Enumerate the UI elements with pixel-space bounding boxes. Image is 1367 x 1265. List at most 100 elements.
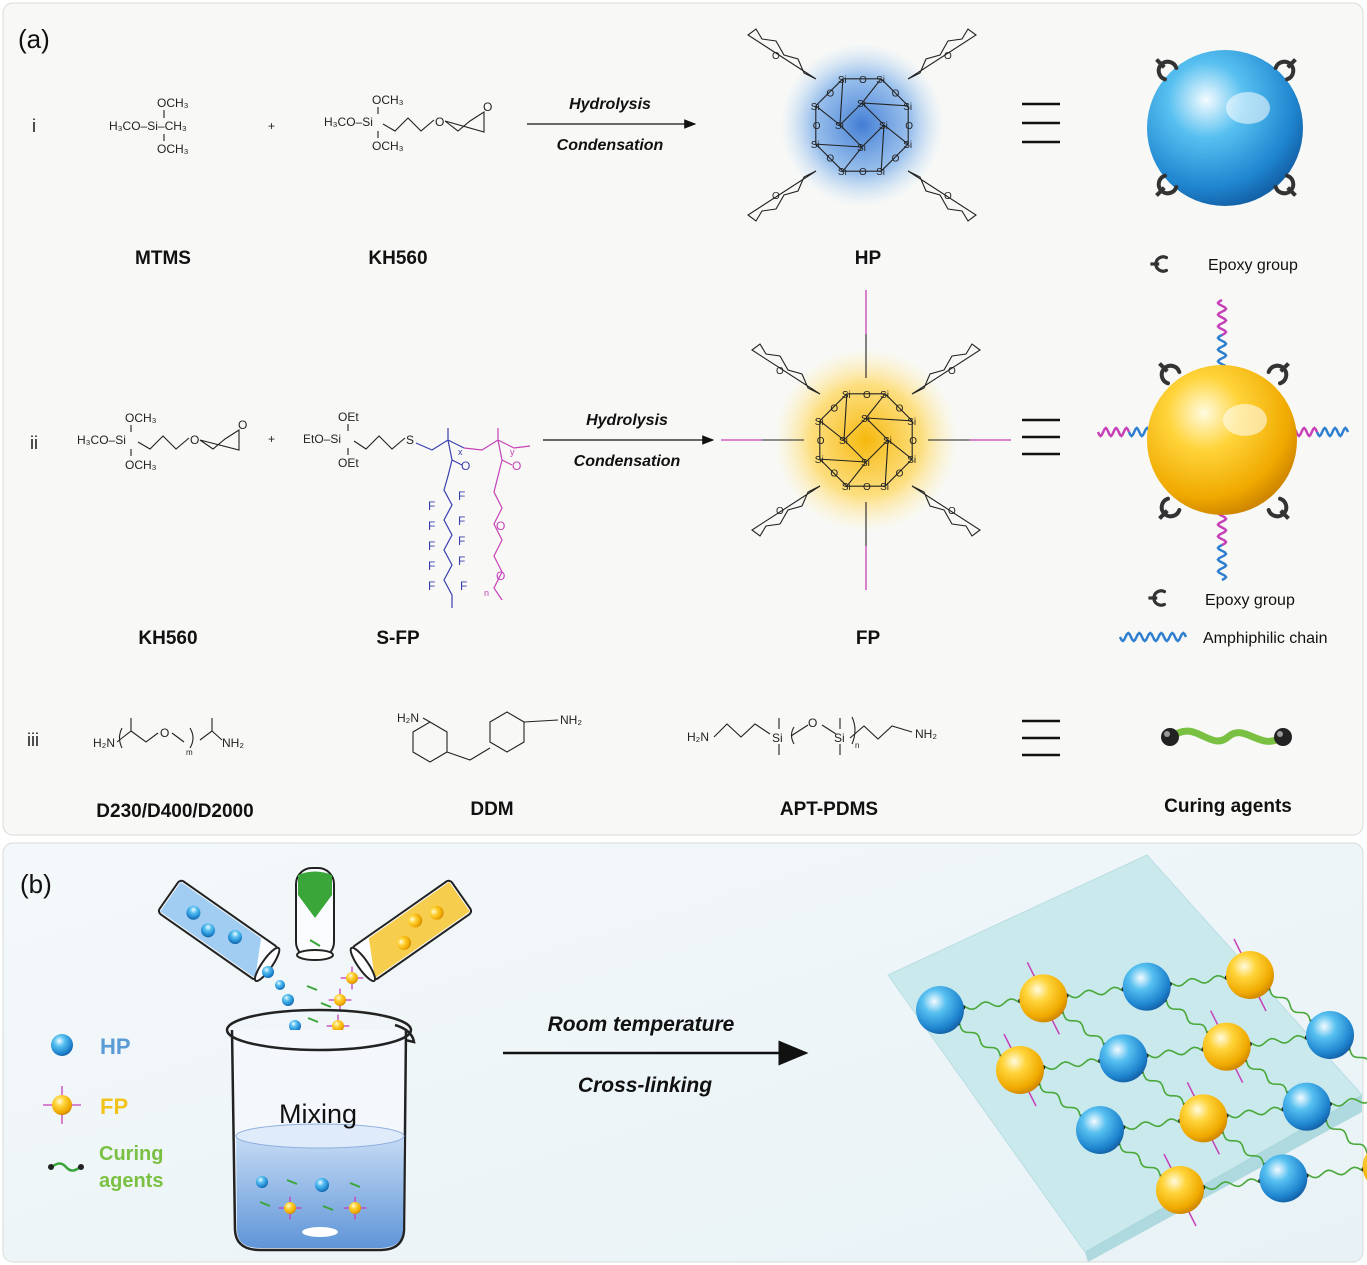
o-atom: O [817,436,825,447]
sfp-y-subscript: y [510,447,515,457]
amphiphilic-chain [1216,543,1228,582]
fp-name: FP [856,628,881,649]
ddm-right: NH₂ [560,713,582,727]
si-atom: Si [842,482,851,493]
epoxy-arm [747,170,817,222]
fp-test-tube [349,879,473,983]
row-ii-numeral: ii [30,433,38,453]
epoxy-hook [1158,496,1182,520]
epoxy-hook [1273,173,1297,197]
peg-ether-o-2: O [496,569,505,583]
hydrolysis-label-ii: Hydrolysis [586,412,668,429]
kh560-ii-ether-o: O [190,433,199,447]
sfp-sulfur: S [406,433,414,447]
panel-a-label: (a) [18,24,50,54]
hp-sphere [916,986,964,1034]
epoxy-group-icon [1150,255,1169,273]
mixing-label: Mixing [279,1099,357,1129]
curing-particle [307,1017,319,1023]
row-iii: iii H₂N O m NH₂ H₂N NH₂ H₂N [27,711,1292,822]
hp-sphere-model [1147,50,1303,206]
fp-sphere [996,1046,1044,1094]
epoxy-arm-o: O [772,191,780,202]
o-atom: O [896,469,904,480]
epoxy-arm-o: O [948,506,956,517]
equivalence-sign-ii [1022,418,1060,456]
legend-curing-label-1: Curing [99,1143,163,1165]
apt-n-subscript: n [855,741,859,750]
o-atom: O [892,154,900,165]
panel-b-label: (b) [20,869,52,899]
kh560-ii-bottom: OCH₃ [125,458,157,472]
sfp-carbonyl-o-1: O [461,459,470,473]
kh560-ii-epoxide-o: O [238,418,247,432]
plus-sign: + [268,119,275,133]
epoxy-hook [1150,255,1169,273]
si-atom: Si [838,167,847,178]
d230-name: D230/D400/D2000 [96,801,253,822]
fp-sphere [1362,1152,1367,1181]
o-atom: O [830,469,838,480]
legend-fp-label: FP [100,1094,128,1119]
fp-particle [284,1202,296,1214]
fp-sphere [1179,1094,1228,1143]
kh560-left: H₃CO–Si [324,115,373,129]
row-i: i OCH₃ H₃CO–Si–CH₃ OCH₃ + OCH₃ H₃CO–Si O… [32,28,1303,274]
ddm-structure: H₂N NH₂ [397,711,582,763]
o-atom: O [892,88,900,99]
apt-pdms-name: APT-PDMS [780,799,878,820]
hydrolysis-label-i: Hydrolysis [569,96,651,113]
fluorine-atom: F [458,489,465,503]
epoxy-hook [1155,58,1179,82]
o-atom: O [896,403,904,414]
curing-particle [349,1182,361,1188]
curing-particle [306,985,318,991]
hp-sphere [1099,1034,1148,1083]
fluorine-atom: F [458,554,465,568]
epoxy-hook [1266,362,1290,386]
sfp-name: S-FP [376,628,420,649]
row-iii-numeral: iii [27,730,39,750]
epoxy-arm-o: O [776,506,784,517]
legend-curing-label-2: agents [99,1170,163,1192]
row-ii: ii OCH₃ H₃CO–Si O O OCH₃ + OEt EtO–Si OE… [30,290,1350,649]
curing-particle [259,1201,271,1207]
si-atom: Si [815,455,824,466]
epoxy-arm-o: O [772,51,780,62]
o-atom: O [905,121,913,132]
d230-m-subscript: m [186,748,193,757]
mtms-top: OCH₃ [157,96,189,110]
amphiphilic-chain-icon [1118,631,1188,643]
falling-particles [262,966,364,1038]
o-atom: O [859,167,867,178]
o-atom: O [813,121,821,132]
epoxy-arm [907,170,977,222]
kh560-ii-top: OCH₃ [125,411,157,425]
si-atom: Si [903,140,912,151]
si-atom: Si [876,75,885,86]
fp-legend-icon [43,1086,81,1124]
ddm-name: DDM [470,799,513,820]
epoxy-arm [911,485,981,537]
apt-si-2: Si [834,731,845,745]
fluorine-atom: F [428,579,435,593]
kh560-ii-left: H₃CO–Si [77,433,126,447]
si-atom: Si [839,436,848,447]
highlight [1226,92,1270,124]
epoxy-hook [1158,362,1182,386]
fp-sphere [1202,1022,1251,1071]
epoxy-hook [1266,496,1290,520]
epoxy-group-icon [1148,589,1167,607]
d230-structure: H₂N O m NH₂ [93,718,244,757]
fluorine-atom: F [458,514,465,528]
o-atom: O [859,75,867,86]
fluorine-atom: F [428,499,435,513]
si-atom: Si [861,458,870,469]
epoxy-hook [1273,58,1297,82]
plus-sign-ii: + [268,432,275,446]
curing-particle [320,1002,332,1008]
si-atom: Si [861,414,870,425]
dispersed-particles [256,1176,367,1220]
